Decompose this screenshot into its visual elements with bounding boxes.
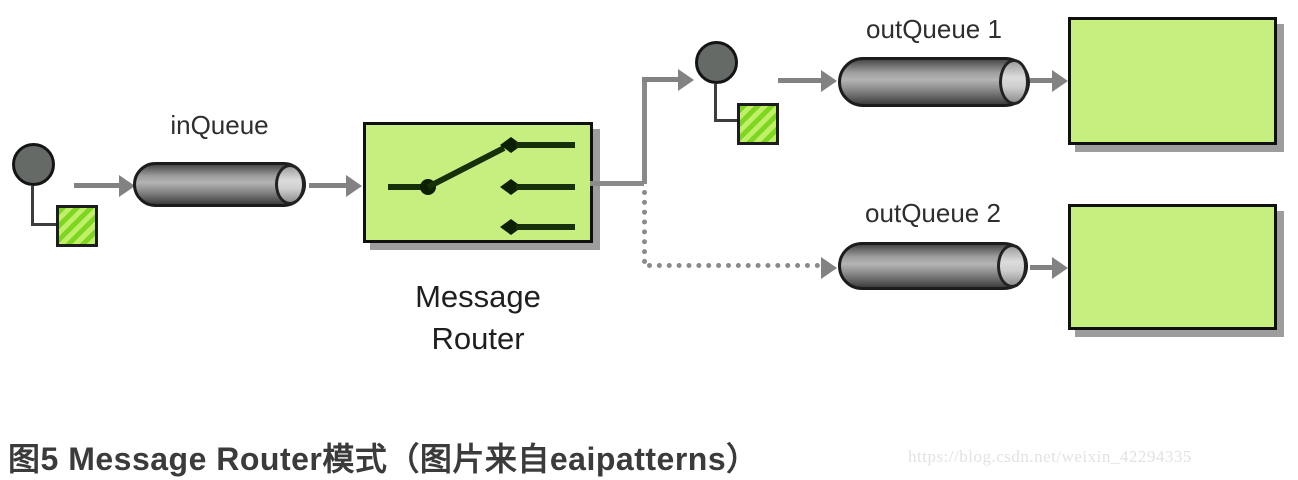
inqueue-label: inQueue: [170, 110, 269, 140]
message-router-node: [363, 122, 593, 243]
router-label-line1: Message: [415, 279, 541, 314]
arrow-head-icon: [678, 68, 694, 91]
source-message-content-icon: [56, 205, 98, 247]
arrow-head-icon: [821, 69, 837, 92]
source-message-icon: [12, 143, 55, 186]
arrow-outqueue1-to-receiver: [1030, 69, 1068, 92]
arrow-head-icon: [119, 174, 135, 197]
arrow-head-icon: [1052, 256, 1068, 279]
receiver-node-1: [1068, 17, 1277, 145]
inqueue-channel-icon: [133, 162, 306, 207]
router-switch-icon: [388, 137, 575, 235]
arrow-source-to-inqueue: [74, 174, 135, 197]
routed-message-icon: [695, 41, 738, 84]
outqueue1-label: outQueue 1: [866, 14, 1002, 44]
arrow-head-icon: [346, 174, 362, 197]
routed-message-connector: [714, 84, 737, 122]
channel-cap-icon: [997, 244, 1027, 288]
arrow-outqueue2-to-receiver: [1030, 256, 1068, 279]
arrow-inqueue-to-router: [309, 174, 362, 197]
source-message-connector: [31, 186, 56, 226]
receiver-node-2: [1068, 204, 1277, 330]
outqueue2-channel-icon: [838, 242, 1028, 290]
csdn-watermark: https://blog.csdn.net/weixin_42294335: [908, 447, 1192, 466]
junction-vertical-line: [642, 77, 647, 184]
routed-message-content-icon: [737, 103, 779, 145]
dotted-connector-to-outqueue2: [647, 257, 837, 279]
arrow-junction-to-message: [642, 68, 694, 91]
router-label: Message Router: [365, 276, 591, 360]
dotted-vertical-connector: [642, 190, 647, 264]
arrow-head-icon: [821, 257, 837, 279]
outqueue1-channel-icon: [838, 57, 1030, 107]
figure-caption: 图5 Message Router模式（图片来自eaipatterns）: [8, 441, 759, 477]
channel-cap-icon: [275, 164, 305, 205]
channel-cap-icon: [999, 59, 1029, 105]
arrow-head-icon: [1052, 69, 1068, 92]
outqueue2-label: outQueue 2: [865, 198, 1001, 228]
router-label-line2: Router: [431, 321, 525, 356]
router-output-line: [590, 181, 644, 186]
arrow-message-to-outqueue1: [778, 69, 837, 92]
